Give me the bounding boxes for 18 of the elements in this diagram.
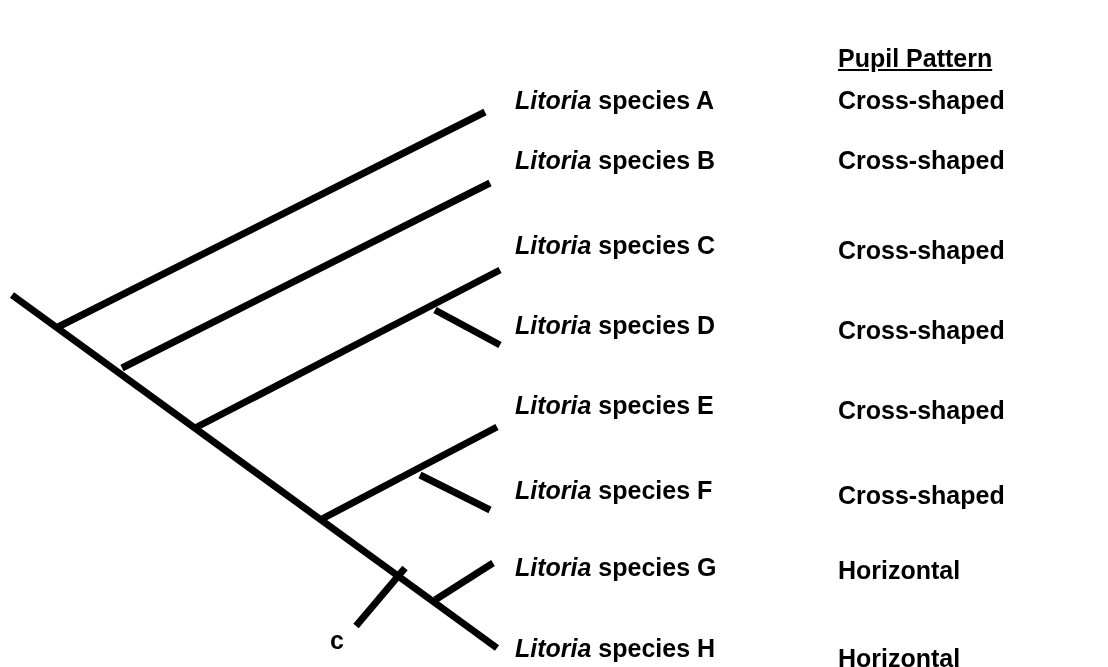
species-label: Litoria species D: [515, 310, 716, 340]
pupil-pattern-label: Cross-shaped: [838, 145, 1005, 175]
pupil-pattern-label: Cross-shaped: [838, 480, 1005, 510]
pupil-pattern-label: Cross-shaped: [838, 315, 1005, 345]
species-label: Litoria species C: [515, 230, 716, 260]
pupil-pattern-label: Cross-shaped: [838, 395, 1005, 425]
species-label: Litoria species B: [515, 145, 716, 175]
pupil-pattern-label: Cross-shaped: [838, 85, 1005, 115]
pupil-pattern-label: Horizontal: [838, 643, 961, 667]
column-heading: Pupil Pattern: [838, 43, 993, 73]
pupil-pattern-label: Cross-shaped: [838, 235, 1005, 265]
species-label: Litoria species G: [515, 552, 717, 582]
branch-label: c: [330, 625, 344, 655]
species-label: Litoria species E: [515, 390, 714, 420]
pupil-pattern-label: Horizontal: [838, 555, 961, 585]
species-label: Litoria species H: [515, 633, 716, 663]
species-label: Litoria species F: [515, 475, 713, 505]
species-label: Litoria species A: [515, 85, 715, 115]
